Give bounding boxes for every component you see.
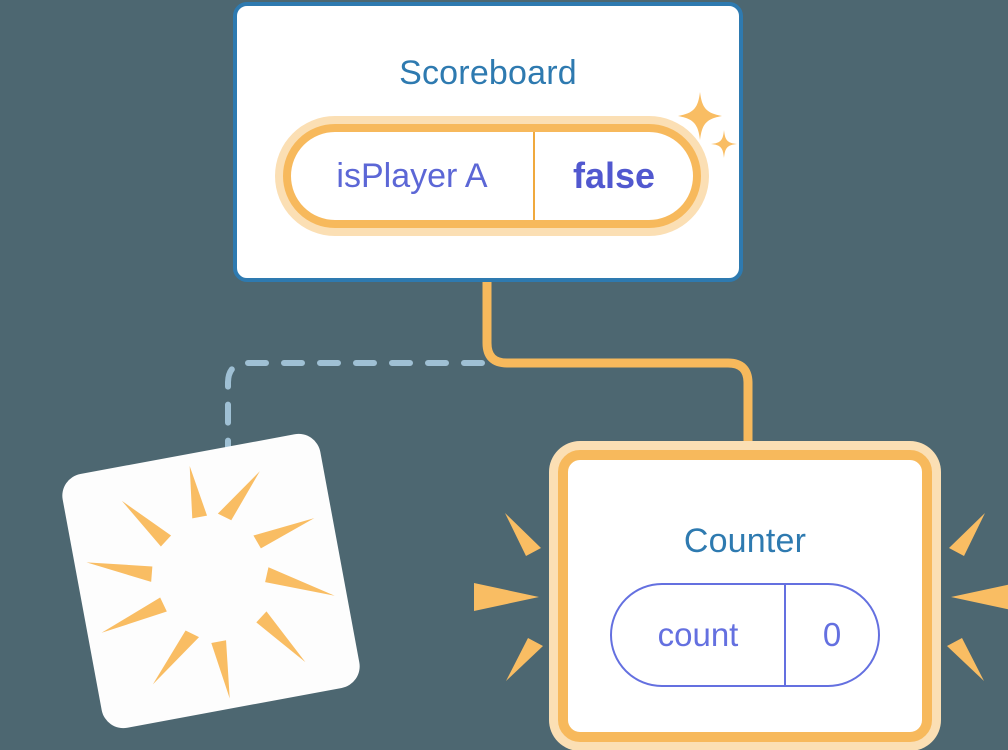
scoreboard-title: Scoreboard bbox=[399, 54, 577, 92]
counter-title: Counter bbox=[683, 522, 807, 560]
scoreboard-card[interactable]: Scoreboard isPlayer A false bbox=[233, 2, 743, 282]
counter-card[interactable]: Counter count 0 bbox=[558, 450, 932, 742]
ray-icon bbox=[505, 513, 541, 556]
counter-state-pill[interactable]: count 0 bbox=[610, 583, 880, 687]
counter-state-key: count bbox=[612, 585, 786, 685]
ray-icon bbox=[949, 513, 985, 556]
scoreboard-state-value: false bbox=[572, 155, 656, 196]
ray-icon bbox=[506, 638, 543, 681]
ray-icon bbox=[474, 583, 539, 611]
connector-scoreboard-to-ghost bbox=[225, 360, 485, 473]
scoreboard-state-key: isPlayer A bbox=[291, 132, 535, 220]
connector-scoreboard-to-counter bbox=[482, 275, 753, 475]
ray-icon bbox=[951, 584, 1008, 610]
scoreboard-state-pill[interactable]: isPlayer A false bbox=[283, 124, 701, 228]
radial-burst-icon bbox=[86, 465, 335, 699]
flashing-placeholder-card[interactable] bbox=[58, 430, 364, 732]
ray-icon bbox=[947, 638, 984, 681]
counter-state-value: 0 bbox=[822, 616, 842, 653]
